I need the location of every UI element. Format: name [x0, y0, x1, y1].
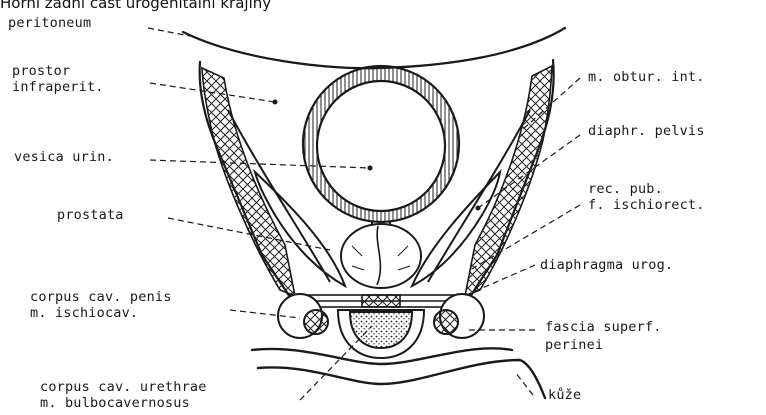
peritoneum-line: [183, 28, 565, 68]
obturator-muscle-right: [465, 66, 552, 296]
bladder: [303, 66, 459, 244]
label-diaphr-pelvis: diaphr. pelvis: [588, 124, 705, 139]
obturator-muscle-left: [202, 68, 295, 296]
urogenital-diaphragm: [300, 295, 464, 307]
label-prostata: prostata: [57, 208, 124, 223]
prostate: [341, 224, 421, 288]
label-corpus-cav-penis: corpus cav. penis: [30, 290, 172, 305]
corpus-urethrae: [338, 310, 424, 358]
skin-line: [258, 360, 545, 398]
label-m-obtur-int: m. obtur. int.: [588, 70, 705, 85]
label-rec-pub: rec. pub.: [588, 182, 663, 197]
label-m-ischiocav: m. ischiocav.: [30, 306, 138, 321]
label-fascia-superf: fascia superf.: [545, 320, 662, 335]
label-m-bulbocavernosus: m. bulbocavernosus: [40, 396, 190, 411]
label-f-ischiorect: f. ischiorect.: [588, 198, 705, 213]
label-diaphragma-urog: diaphragma urog.: [540, 258, 673, 273]
label-kuze: kůže: [548, 388, 581, 403]
label-infraperit: infraperit.: [12, 80, 104, 95]
label-corpus-cav-urethrae: corpus cav. urethrae: [40, 380, 207, 395]
label-perinei: perinei: [545, 338, 603, 353]
label-prostor: prostor: [12, 64, 70, 79]
label-peritoneum: peritoneum: [8, 16, 91, 31]
label-vesica-urin: vesica urin.: [14, 150, 114, 165]
